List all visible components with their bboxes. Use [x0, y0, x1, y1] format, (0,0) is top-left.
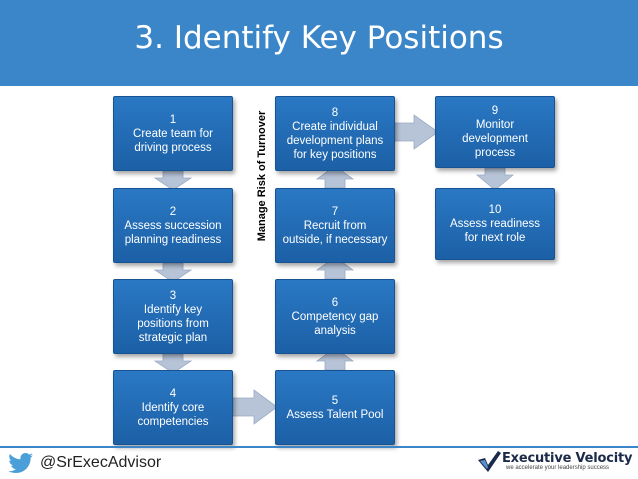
step-number: 3 — [169, 289, 177, 302]
handle-text: @SrExecAdvisor — [40, 454, 162, 471]
arrow-icon — [394, 114, 439, 150]
checkmark-logo-icon — [478, 451, 501, 472]
brand-tagline: we accelerate your leadership success — [506, 465, 610, 471]
step-text: Competency gap analysis — [291, 310, 379, 337]
step-box-8: 8 Create individual development plans fo… — [275, 96, 395, 171]
step-number: 8 — [331, 106, 339, 119]
step-number: 7 — [331, 205, 339, 218]
step-box-7: 7 Recruit from outside, if necessary — [275, 188, 395, 263]
arrow-icon — [153, 353, 193, 374]
step-box-9: 9 Monitor development process — [435, 96, 555, 168]
step-number: 6 — [331, 296, 339, 309]
arrow-icon — [315, 165, 355, 189]
step-number: 10 — [488, 204, 502, 216]
step-text: Identify key positions from strategic pl… — [137, 303, 209, 344]
step-text: Create team for driving process — [133, 127, 213, 154]
step-text: Monitor development process — [462, 119, 528, 159]
step-number: 5 — [331, 394, 339, 407]
step-number: 1 — [169, 113, 177, 126]
side-label: Manage Risk of Turnover — [256, 110, 268, 242]
step-number: 2 — [169, 205, 177, 218]
step-text: Assess Talent Pool — [286, 408, 384, 421]
arrow-icon — [315, 256, 355, 280]
step-text: Identify core competencies — [137, 401, 209, 428]
step-box-4: 4 Identify core competencies — [113, 370, 233, 445]
brand-name: Executive Velocity — [502, 451, 633, 466]
step-box-6: 6 Competency gap analysis — [275, 279, 395, 354]
brand-logo: Executive Velocity we accelerate your le… — [476, 448, 634, 476]
arrow-icon — [232, 389, 278, 425]
step-box-5: 5 Assess Talent Pool — [275, 370, 395, 445]
step-text: Recruit from outside, if necessary — [282, 219, 388, 246]
footer-divider — [0, 446, 638, 448]
arrow-icon — [153, 262, 193, 283]
step-number: 4 — [169, 387, 177, 400]
arrow-icon — [315, 347, 355, 371]
step-box-2: 2 Assess succession planning readiness — [113, 188, 233, 263]
step-text: Assess succession planning readiness — [124, 219, 222, 246]
arrow-icon — [475, 167, 515, 191]
twitter-bird-icon — [8, 453, 33, 473]
step-box-10: 10 Assess readiness for next role — [435, 188, 555, 260]
title-banner — [0, 0, 638, 86]
page-title: 3. Identify Key Positions — [134, 20, 504, 56]
twitter-handle[interactable]: @SrExecAdvisor — [8, 452, 161, 474]
step-number: 9 — [491, 105, 499, 117]
step-text: Assess readiness for next role — [449, 218, 541, 244]
step-box-1: 1 Create team for driving process — [113, 96, 233, 171]
step-box-3: 3 Identify key positions from strategic … — [113, 279, 233, 354]
step-text: Create individual development plans for … — [286, 120, 384, 161]
arrow-icon — [153, 170, 193, 191]
